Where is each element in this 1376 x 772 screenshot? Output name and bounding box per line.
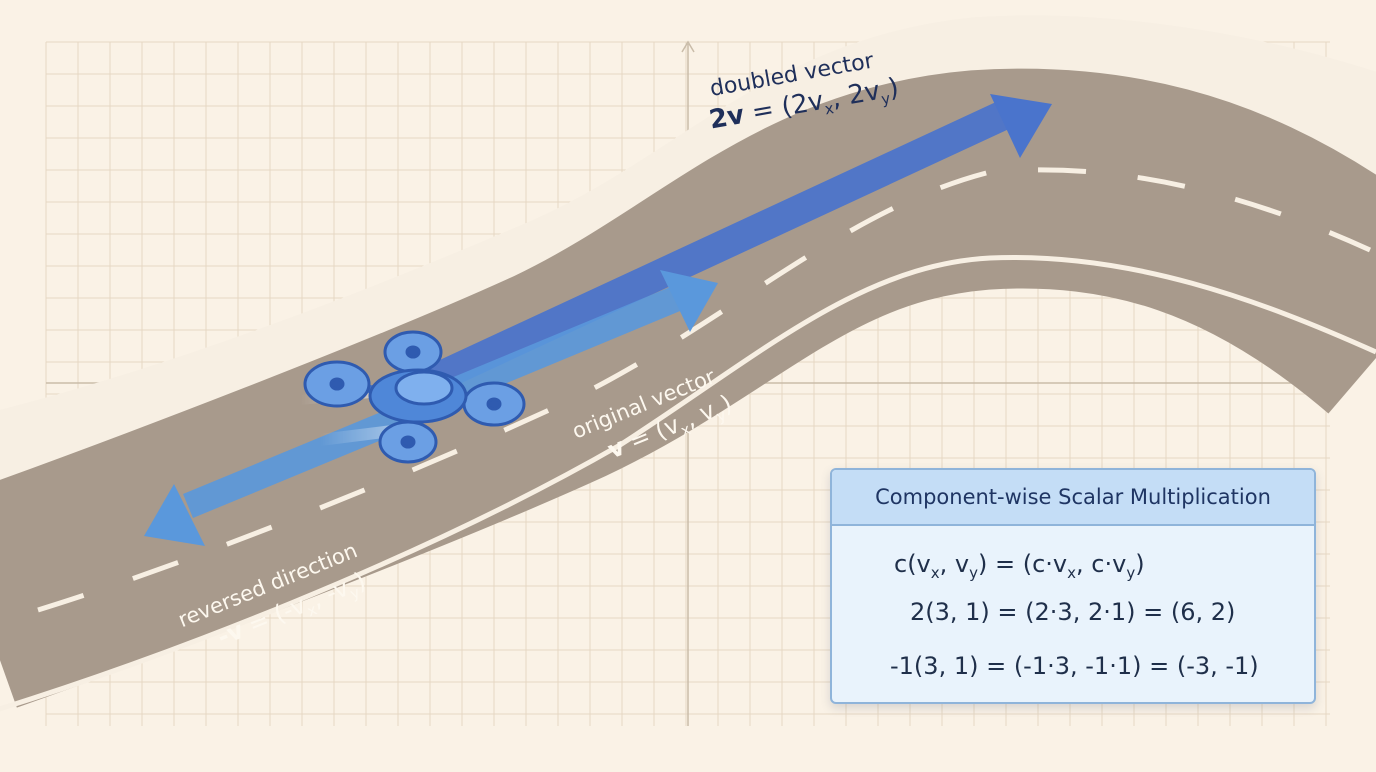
example-double: 2(3, 1) = (2·3, 2·1) = (6, 2) xyxy=(910,598,1236,626)
general-formula: c(vx, vy) = (c·vx, c·vy) xyxy=(894,550,1145,582)
original-vector-head xyxy=(660,270,718,332)
box-title: Component-wise Scalar Multiplication xyxy=(832,470,1314,526)
reversed-vector-shaft xyxy=(183,397,425,519)
reversed-vector-head xyxy=(144,484,205,546)
scalar-multiplication-box: Component-wise Scalar Multiplication c(v… xyxy=(830,468,1316,704)
doubled-vector-head xyxy=(990,94,1052,158)
example-reverse: -1(3, 1) = (-1·3, -1·1) = (-3, -1) xyxy=(890,652,1259,680)
road-surface xyxy=(0,68,1376,708)
y-axis-arrowhead xyxy=(681,40,695,53)
road-center-dashes xyxy=(37,167,1372,613)
road xyxy=(0,15,1376,712)
road-edge-bottom xyxy=(0,255,1376,712)
doubled-vector-shaft xyxy=(393,98,1017,409)
quadcopter-drone-icon xyxy=(303,330,526,464)
doubled-vector-arrow xyxy=(393,94,1052,409)
reversed-vector-arrow xyxy=(144,397,425,546)
